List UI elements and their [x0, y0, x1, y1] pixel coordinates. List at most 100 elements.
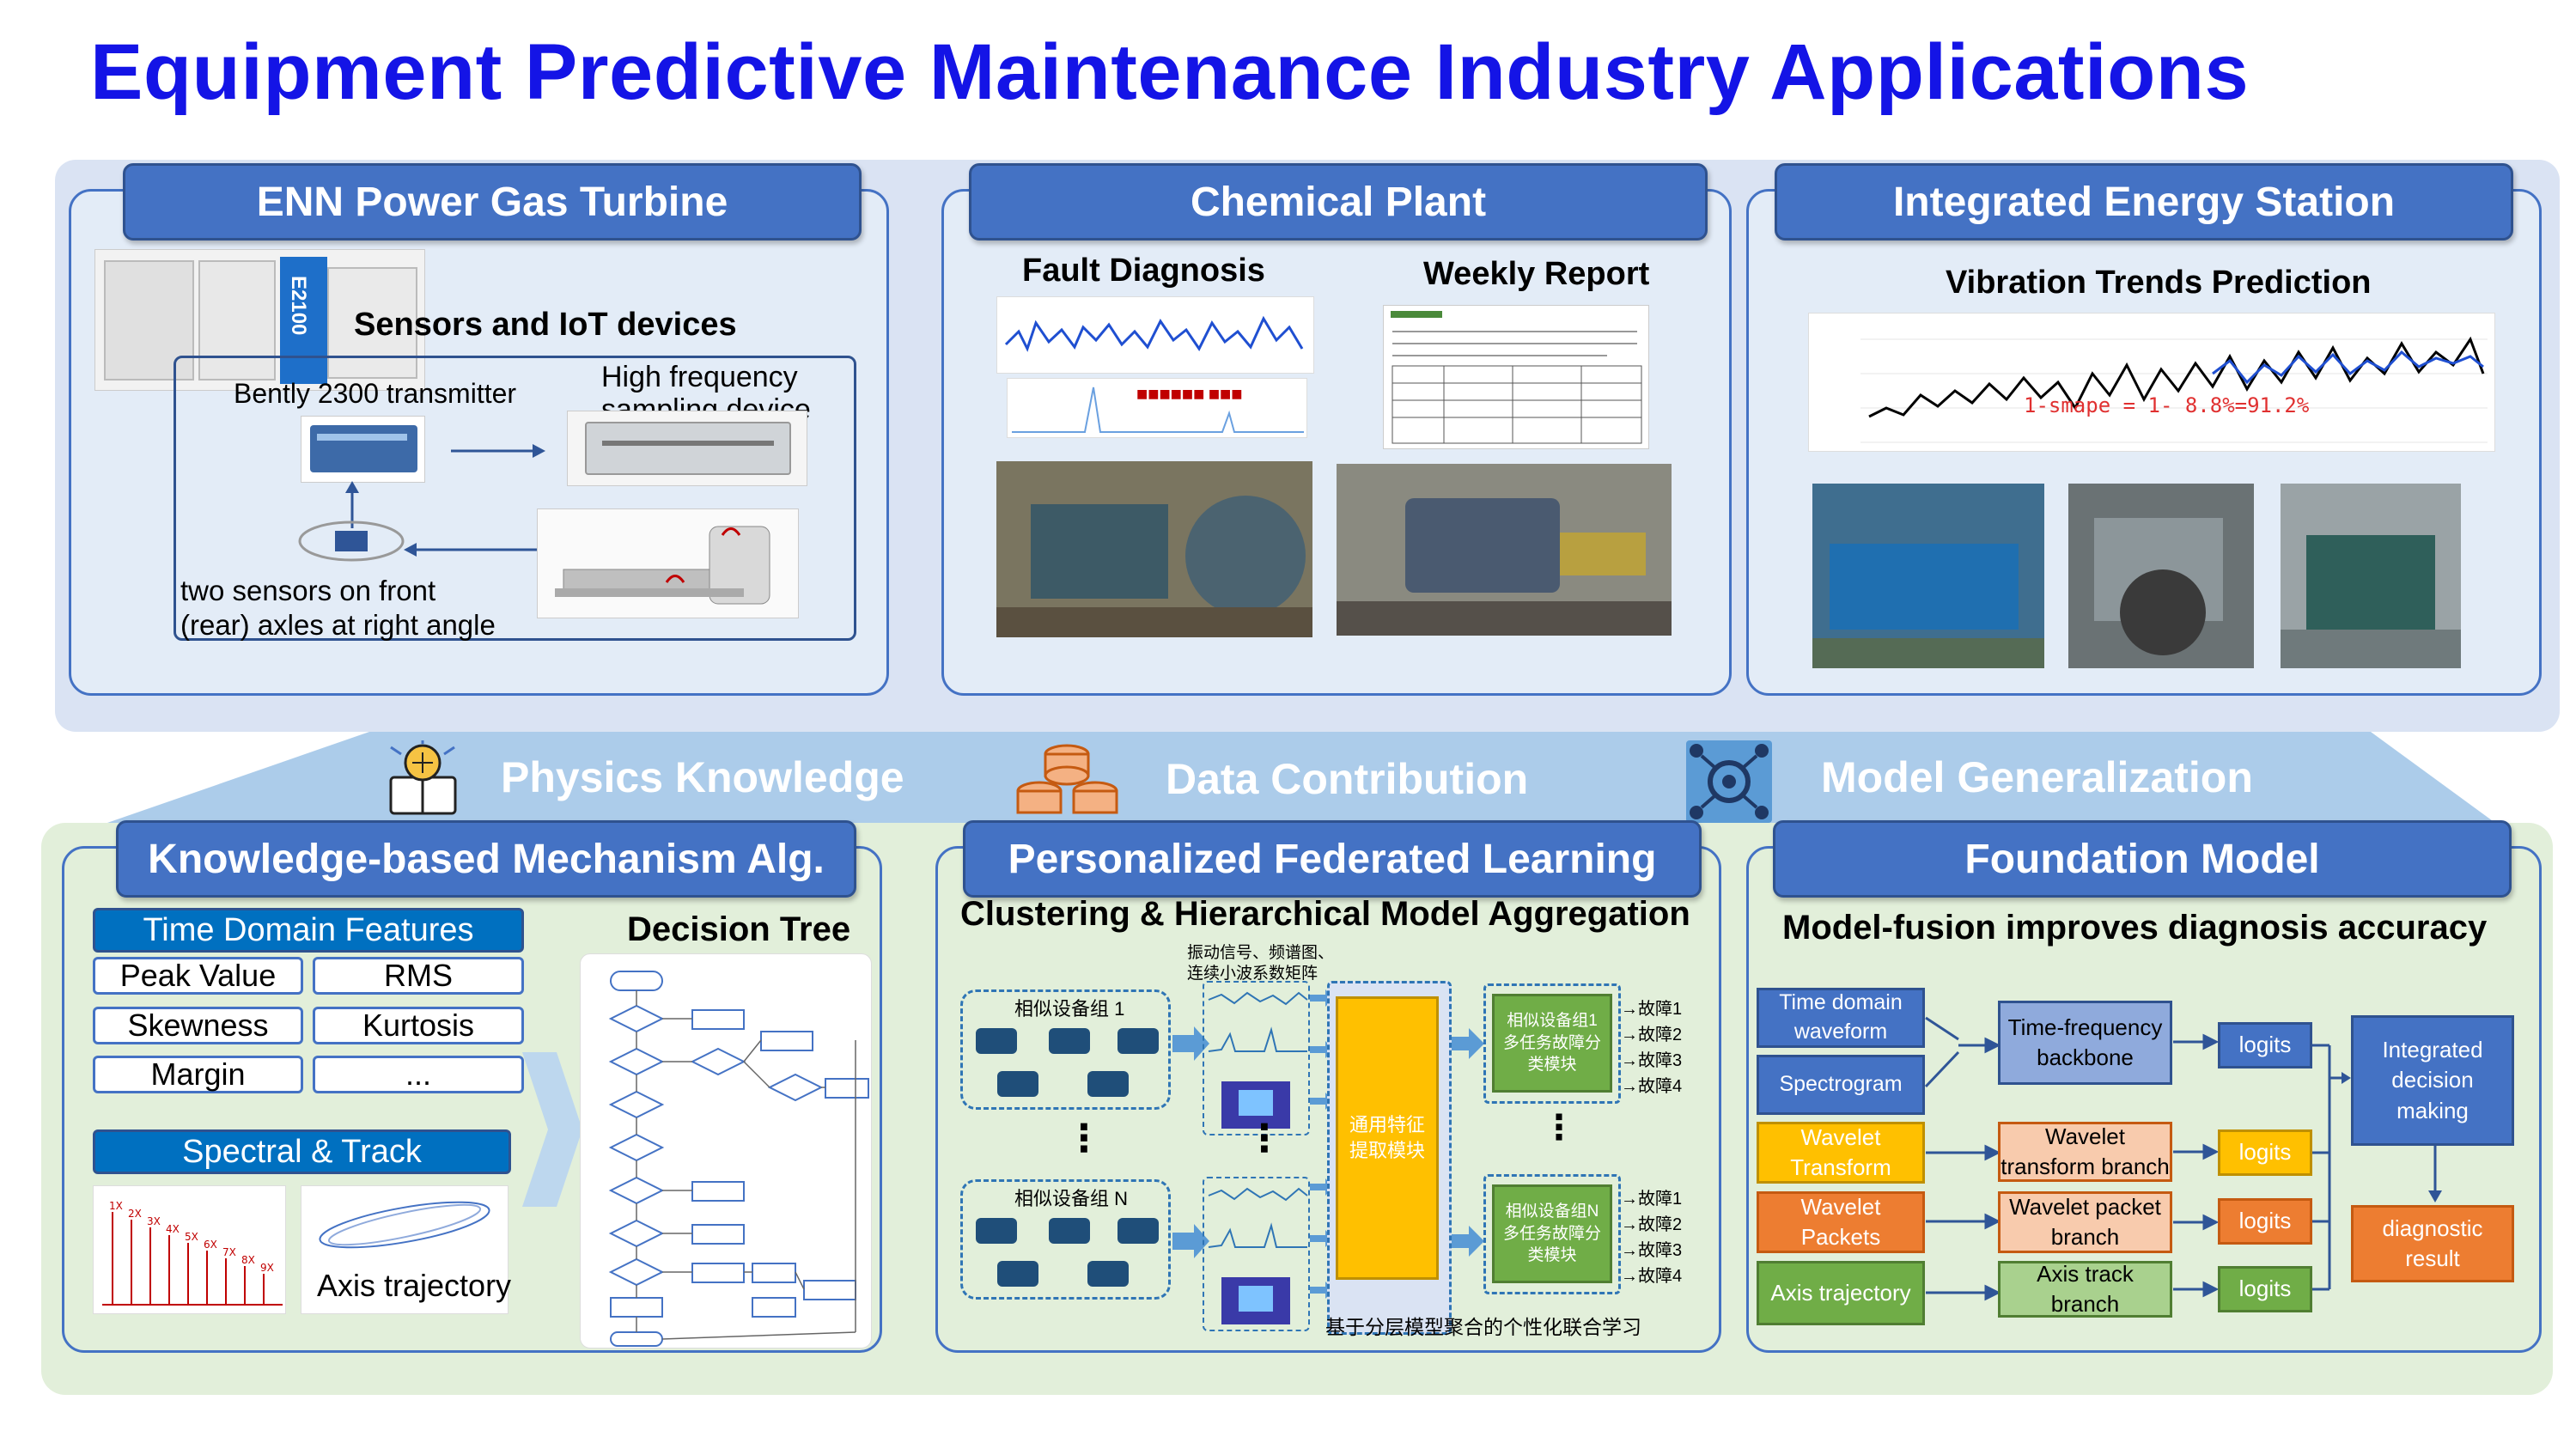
branch-arrows	[2173, 1033, 2219, 1298]
vertical-dots-2: ⋮	[1245, 1117, 1283, 1160]
harmonic-label: 9X	[260, 1262, 274, 1274]
weekly-report-image	[1383, 305, 1649, 449]
plant-photo-1	[996, 461, 1312, 637]
time-frequency-backbone: Time-frequency backbone	[1998, 1001, 2172, 1085]
diagnostic-result-box: diagnostic result	[2351, 1205, 2514, 1282]
wavelet-packets-input: Wavelet Packets	[1757, 1191, 1925, 1253]
signal-caption: 振动信号、频谱图、连续小波系数矩阵	[1187, 944, 1335, 983]
station-photo-2	[2068, 484, 2254, 668]
axis-trajectory-input: Axis trajectory	[1757, 1261, 1925, 1325]
bently-label: Bently 2300 transmitter	[234, 378, 517, 409]
time-domain-waveform-input: Time domain waveform	[1757, 988, 1925, 1048]
svg-text:■■■■■■ ■■■: ■■■■■■ ■■■	[1136, 387, 1243, 401]
integrated-decision-box: Integrated decision making	[2351, 1015, 2514, 1146]
device-group-n: 相似设备组 N	[960, 1179, 1171, 1300]
extractor-arrow-1	[1452, 1028, 1484, 1059]
page-title: Equipment Predictive Maintenance Industr…	[90, 28, 2250, 116]
weekly-report-label: Weekly Report	[1423, 256, 1650, 292]
gas-turbine-header: ENN Power Gas Turbine	[123, 163, 862, 240]
arrow-right-icon	[451, 444, 545, 458]
station-photo-1	[1812, 484, 2044, 668]
decision-tree-image	[580, 953, 872, 1349]
logits-wp: logits	[2218, 1198, 2312, 1245]
fault-output: →故障3	[1621, 1241, 1683, 1260]
fault-output: →故障4	[1621, 1267, 1683, 1286]
fault-output: →故障2	[1621, 1026, 1683, 1044]
federated-caption: 基于分层模型聚合的个性化联合学习	[1325, 1316, 1641, 1338]
fault-output: →故障2	[1621, 1215, 1683, 1234]
axle-image	[537, 508, 799, 618]
smape-formula: 1-smape = 1- 8.8%=91.2%	[2024, 393, 2310, 417]
sensor-image	[294, 515, 410, 567]
two-sensors-label: two sensors on front(rear) axles at righ…	[180, 575, 496, 641]
feature-extractor-module: 通用特征提取模块	[1336, 996, 1439, 1280]
gear-network-icon	[1686, 740, 1772, 823]
spectral-track-label: Spectral & Track	[93, 1129, 511, 1174]
harmonic-label: 1X	[109, 1200, 123, 1212]
task-module-1: 相似设备组1多任务故障分类模块	[1492, 994, 1612, 1093]
federated-header: Personalized Federated Learning	[963, 820, 1702, 898]
harmonic-label: 4X	[166, 1223, 180, 1235]
arrow-left-icon	[404, 543, 537, 557]
logits-merge-lines	[2312, 1044, 2351, 1291]
time-domain-features-label: Time Domain Features	[93, 908, 524, 953]
extractor-arrow-n	[1452, 1226, 1484, 1257]
harmonic-label: 5X	[185, 1231, 198, 1243]
vibration-trends-label: Vibration Trends Prediction	[1946, 265, 2372, 301]
plant-photo-2	[1337, 464, 1672, 636]
chemical-plant-header: Chemical Plant	[969, 163, 1708, 240]
federated-subtitle: Clustering & Hierarchical Model Aggregat…	[960, 895, 1690, 933]
device-group-1: 相似设备组 1	[960, 989, 1171, 1110]
vibration-trend-chart: 1-smape = 1- 8.8%=91.2%	[1808, 313, 2495, 452]
sensor-box	[174, 356, 856, 641]
task-module-n: 相似设备组N多任务故障分类模块	[1492, 1184, 1612, 1283]
foundation-subtitle: Model-fusion improves diagnosis accuracy	[1782, 909, 2488, 947]
brain-book-icon	[389, 740, 457, 815]
foundation-header: Foundation Model	[1773, 820, 2512, 898]
fault-diagnosis-label: Fault Diagnosis	[1022, 253, 1265, 289]
decision-tree-label: Decision Tree	[627, 910, 851, 948]
group1-arrow-icon	[1172, 1026, 1209, 1061]
logits-wt: logits	[2218, 1129, 2312, 1176]
fault-output: →故障1	[1621, 1000, 1683, 1019]
vertical-dots-1: ⋮	[1065, 1117, 1103, 1160]
peak-value-cell: Peak Value	[93, 957, 303, 995]
foundation-input-arrows	[1924, 1016, 2001, 1301]
axis-trajectory-image: Axis trajectory	[301, 1185, 512, 1314]
energy-station-header: Integrated Energy Station	[1775, 163, 2513, 240]
signal-images-n	[1203, 1177, 1310, 1331]
task-module-frame-1	[1483, 983, 1621, 1104]
fault-spectrum-chart: ■■■■■■ ■■■	[1007, 378, 1307, 438]
harmonic-label: 3X	[147, 1215, 161, 1227]
fault-trend-chart	[996, 296, 1314, 374]
groupn-arrow-icon	[1172, 1224, 1209, 1258]
vertical-dots-3: ⋮	[1542, 1109, 1576, 1147]
task-module-frame-n	[1483, 1174, 1621, 1294]
sampling-device-image	[567, 411, 807, 486]
signal-images-1	[1203, 981, 1310, 1135]
logits-tf: logits	[2218, 1022, 2312, 1068]
model-generalization-label: Model Generalization	[1821, 753, 2253, 801]
harmonic-label: 8X	[241, 1254, 255, 1266]
harmonic-label: 7X	[222, 1246, 236, 1258]
database-icon	[1016, 744, 1118, 814]
more-features-cell: ...	[313, 1056, 524, 1093]
harmonic-label: 6X	[204, 1239, 217, 1251]
kurtosis-cell: Kurtosis	[313, 1007, 524, 1044]
unit-model-text: E2100	[287, 276, 310, 336]
device-group-n-label: 相似设备组 N	[1014, 1188, 1129, 1209]
rms-cell: RMS	[313, 957, 524, 995]
station-photo-3	[2281, 484, 2461, 668]
wavelet-transform-input: Wavelet Transform	[1757, 1122, 1925, 1184]
fault-output: →故障1	[1621, 1190, 1683, 1209]
wavelet-packet-branch: Wavelet packet branch	[1998, 1191, 2172, 1253]
turbine-unit-image: E2100	[94, 249, 425, 391]
device-group-1-label: 相似设备组 1	[1014, 998, 1125, 1020]
physics-knowledge-label: Physics Knowledge	[501, 753, 904, 801]
logits-at: logits	[2218, 1266, 2312, 1312]
axis-trajectory-label: Axis trajectory	[317, 1268, 512, 1303]
margin-cell: Margin	[93, 1056, 303, 1093]
sensors-label: Sensors and IoT devices	[354, 307, 737, 343]
spectrogram-input: Spectrogram	[1757, 1055, 1925, 1115]
